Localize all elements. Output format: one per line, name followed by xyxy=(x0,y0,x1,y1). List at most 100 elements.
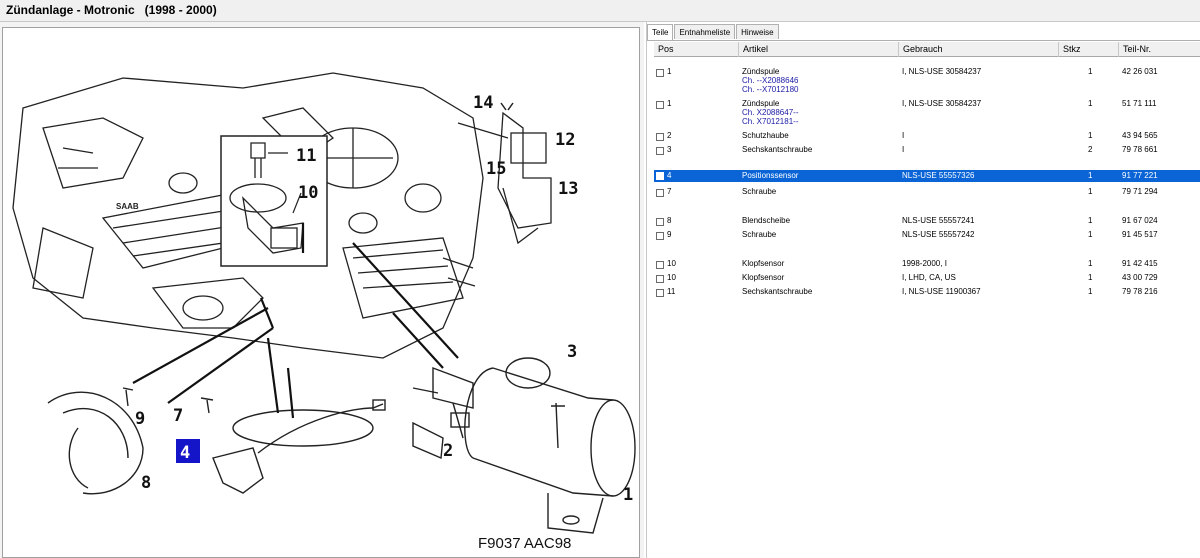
cell-teil-nr: 91 77 221 xyxy=(1122,171,1158,180)
column-header-stkz[interactable]: Stkz xyxy=(1059,42,1119,57)
row-checkbox[interactable] xyxy=(656,189,664,197)
cell-teil-nr: 79 78 661 xyxy=(1122,145,1158,154)
cell-gebrauch: I, NLS-USE 30584237 xyxy=(902,99,982,108)
callout-1: 1 xyxy=(623,485,633,505)
leader-lines xyxy=(132,223,459,419)
cell-artikel: Positionssensor xyxy=(742,171,799,180)
callout-13: 13 xyxy=(558,179,578,199)
cell-gebrauch: 1998-2000, I xyxy=(902,259,947,268)
cell-teil-nr: 91 42 415 xyxy=(1122,259,1158,268)
column-header-gebrauch[interactable]: Gebrauch xyxy=(899,42,1059,57)
cell-chassis-range: Ch. --X7012180 xyxy=(742,85,799,94)
cell-pos: 2 xyxy=(667,131,672,140)
cell-artikel: Klopfsensor xyxy=(742,259,785,268)
cell-artikel: Sechskantschraube xyxy=(742,145,813,154)
row-checkbox[interactable] xyxy=(656,232,664,240)
cell-teil-nr: 43 00 729 xyxy=(1122,273,1158,282)
column-header-teil-nr[interactable]: Teil-Nr. xyxy=(1119,42,1200,57)
knock-sensor-inset xyxy=(220,135,328,267)
row-checkbox[interactable] xyxy=(656,69,664,77)
cell-gebrauch: I, NLS-USE 11900367 xyxy=(902,287,981,296)
cell-pos: 10 xyxy=(667,273,676,282)
callout-12: 12 xyxy=(555,130,575,150)
cell-stkz: 1 xyxy=(1088,287,1093,296)
cell-teil-nr: 79 78 216 xyxy=(1122,287,1158,296)
window-title: Zündanlage - Motronic (1998 - 2000) xyxy=(6,3,217,17)
window-title-bar: Zündanlage - Motronic (1998 - 2000) xyxy=(0,0,1200,22)
cell-chassis-range: Ch. --X2088646 xyxy=(742,76,799,85)
row-checkbox[interactable] xyxy=(656,147,664,155)
callout-3: 3 xyxy=(567,342,577,362)
cell-teil-nr: 51 71 111 xyxy=(1122,99,1157,108)
engine-bay-drawing xyxy=(12,72,484,359)
cell-stkz: 1 xyxy=(1088,187,1093,196)
cell-stkz: 1 xyxy=(1088,171,1093,180)
cell-artikel: Schutzhaube xyxy=(742,131,789,140)
exploded-diagram: 14 12 15 13 11 10 3 2 1 9 7 8 4 SAAB F90… xyxy=(2,27,640,558)
cell-stkz: 1 xyxy=(1088,99,1093,108)
tab-divider xyxy=(647,40,1200,41)
engine-diagram-svg: 14 12 15 13 11 10 3 2 1 9 7 8 4 SAAB F90… xyxy=(12,72,636,552)
cell-teil-nr: 42 26 031 xyxy=(1122,67,1158,76)
tab-teile[interactable]: Teile xyxy=(647,24,674,41)
callout-15: 15 xyxy=(486,159,506,179)
table-header: Pos Artikel Gebrauch Stkz Teil-Nr. xyxy=(654,42,1200,57)
cell-chassis-range: Ch. X2088647-- xyxy=(742,108,799,117)
callout-9: 9 xyxy=(135,409,145,429)
cell-gebrauch: I, NLS-USE 30584237 xyxy=(902,67,982,76)
callout-2: 2 xyxy=(443,441,453,461)
row-checkbox[interactable] xyxy=(656,101,664,109)
cell-teil-nr: 91 45 517 xyxy=(1122,230,1158,239)
row-checkbox[interactable] xyxy=(656,218,664,226)
cell-pos: 7 xyxy=(667,187,672,196)
cell-artikel: Zündspule xyxy=(742,67,780,76)
cell-gebrauch: I, LHD, CA, US xyxy=(902,273,956,282)
row-checkbox[interactable] xyxy=(656,172,664,180)
row-checkbox[interactable] xyxy=(656,275,664,283)
ignition-coil-group xyxy=(412,357,636,534)
tab-entnahmeliste[interactable]: Entnahmeliste xyxy=(674,24,736,39)
row-checkbox[interactable] xyxy=(656,289,664,297)
row-checkbox[interactable] xyxy=(656,133,664,141)
cell-stkz: 1 xyxy=(1088,216,1093,225)
engine-logo-text: SAAB xyxy=(116,202,139,211)
table-row[interactable]: 11 Sechskantschraube I, NLS-USE 11900367 1 7… xyxy=(654,284,1200,298)
column-header-pos[interactable]: Pos xyxy=(654,42,739,57)
cell-teil-nr: 91 67 024 xyxy=(1122,216,1158,225)
cell-artikel: Blendscheibe xyxy=(742,216,791,225)
cell-artikel: Schraube xyxy=(742,230,777,239)
parts-pane: Teile Entnahmeliste Hinweise Pos Artikel… xyxy=(646,22,1200,558)
cell-artikel: Zündspule xyxy=(742,99,780,108)
callout-4-highlight[interactable] xyxy=(176,439,200,463)
cell-teil-nr: 43 94 565 xyxy=(1122,131,1158,140)
cell-gebrauch: NLS-USE 55557326 xyxy=(902,171,975,180)
callout-7: 7 xyxy=(173,406,183,426)
tab-strip: Teile Entnahmeliste Hinweise xyxy=(647,24,780,41)
table-row[interactable]: 10 Klopfsensor 1998-2000, I 1 91 42 415 xyxy=(654,256,1200,270)
callout-11: 11 xyxy=(296,146,316,166)
cell-artikel: Sechskantschraube xyxy=(742,287,813,296)
column-header-artikel[interactable]: Artikel xyxy=(739,42,899,57)
callout-14: 14 xyxy=(473,93,493,113)
cell-pos: 8 xyxy=(667,216,672,225)
cell-pos: 9 xyxy=(667,230,672,239)
cell-pos: 10 xyxy=(667,259,676,268)
row-checkbox[interactable] xyxy=(656,261,664,269)
cell-pos: 1 xyxy=(667,99,672,108)
cell-pos: 11 xyxy=(667,287,676,296)
tab-hinweise[interactable]: Hinweise xyxy=(736,24,779,39)
cell-stkz: 1 xyxy=(1088,259,1093,268)
cell-gebrauch: I xyxy=(902,131,905,140)
cell-gebrauch: NLS-USE 55557242 xyxy=(902,230,975,239)
cell-pos: 1 xyxy=(667,67,672,76)
